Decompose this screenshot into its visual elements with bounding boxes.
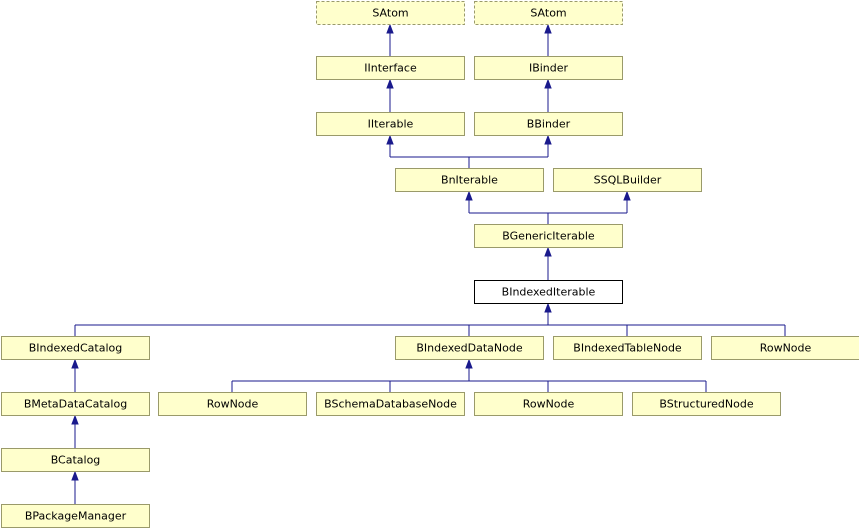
- class-node-bcatalog[interactable]: BCatalog: [1, 448, 150, 472]
- class-label: BIndexedIterable: [502, 286, 596, 299]
- class-node-bindexediterable: BIndexedIterable: [474, 280, 623, 304]
- arrowhead-bcatalog: [71, 470, 79, 481]
- class-node-rownode-2[interactable]: RowNode: [158, 392, 307, 416]
- class-box: [474, 56, 623, 80]
- class-box: [474, 1, 623, 25]
- class-label: BCatalog: [51, 454, 101, 467]
- class-label: IBinder: [529, 62, 569, 75]
- class-label: BGenericIterable: [502, 230, 595, 243]
- class-node-bindexedtablenode[interactable]: BIndexedTableNode: [553, 336, 702, 360]
- class-box: [474, 280, 623, 304]
- class-node-satom-1[interactable]: SAtom: [316, 1, 465, 25]
- class-box: [1, 448, 150, 472]
- arrowhead-iiterable: [386, 134, 394, 145]
- class-box: [474, 112, 623, 136]
- class-node-bniterable[interactable]: BnIterable: [395, 168, 544, 192]
- class-node-ssqlbuilder[interactable]: SSQLBuilder: [553, 168, 702, 192]
- arrowhead-bmetadatacatalog: [71, 414, 79, 425]
- arrowhead-iinterface: [386, 78, 394, 89]
- arrowhead-ssqlbuilder: [623, 190, 631, 201]
- class-box: [711, 336, 859, 360]
- class-label: BIndexedTableNode: [573, 342, 682, 355]
- class-box: [632, 392, 781, 416]
- arrowhead-bniterable: [465, 190, 473, 201]
- arrowhead-bbinder: [544, 134, 552, 145]
- class-node-bstructurednode[interactable]: BStructuredNode: [632, 392, 781, 416]
- class-node-bbinder[interactable]: BBinder: [474, 112, 623, 136]
- class-label: SAtom: [372, 7, 408, 20]
- class-label: BSchemaDatabaseNode: [324, 398, 457, 411]
- class-label: SAtom: [530, 7, 566, 20]
- class-node-bmetadatacatalog[interactable]: BMetaDataCatalog: [1, 392, 150, 416]
- class-box: [553, 168, 702, 192]
- class-box: [553, 336, 702, 360]
- class-node-rownode-3[interactable]: RowNode: [474, 392, 623, 416]
- class-node-satom-2[interactable]: SAtom: [474, 1, 623, 25]
- class-node-iiterable[interactable]: IIterable: [316, 112, 465, 136]
- class-label: BBinder: [527, 118, 571, 131]
- class-label: BPackageManager: [25, 510, 127, 523]
- class-box: [395, 168, 544, 192]
- class-box: [316, 56, 465, 80]
- class-label: BIndexedCatalog: [29, 342, 122, 355]
- class-node-iinterface[interactable]: IInterface: [316, 56, 465, 80]
- class-node-bpackagemanager[interactable]: BPackageManager: [1, 504, 150, 528]
- class-box: [158, 392, 307, 416]
- class-box: [395, 336, 544, 360]
- class-label: BIndexedDataNode: [416, 342, 522, 355]
- class-label: RowNode: [207, 398, 259, 411]
- class-node-bindexeddatanode[interactable]: BIndexedDataNode: [395, 336, 544, 360]
- class-label: RowNode: [760, 342, 812, 355]
- class-box: [316, 392, 465, 416]
- class-node-bgenericiterable[interactable]: BGenericIterable: [474, 224, 623, 248]
- arrowhead-bindexedcatalog: [71, 358, 79, 369]
- arrowhead-bindexeddatanode: [465, 358, 473, 369]
- class-node-ibinder[interactable]: IBinder: [474, 56, 623, 80]
- arrowhead-satom-1: [386, 23, 394, 34]
- class-node-bschemadatabasenode[interactable]: BSchemaDatabaseNode: [316, 392, 465, 416]
- class-label: BStructuredNode: [659, 398, 753, 411]
- class-box: [1, 392, 150, 416]
- class-label: IIterable: [368, 118, 414, 131]
- class-box: [316, 112, 465, 136]
- class-box: [316, 1, 465, 25]
- class-box: [474, 392, 623, 416]
- class-label: BnIterable: [441, 174, 498, 187]
- arrowhead-ibinder: [544, 78, 552, 89]
- class-box: [474, 224, 623, 248]
- class-node-bindexedcatalog[interactable]: BIndexedCatalog: [1, 336, 150, 360]
- arrowhead-bindexediterable: [544, 302, 552, 313]
- class-node-rownode-1[interactable]: RowNode: [711, 336, 859, 360]
- arrowhead-bgenericiterable: [544, 246, 552, 257]
- class-label: SSQLBuilder: [594, 174, 662, 187]
- edges-layer: [71, 23, 786, 504]
- class-label: BMetaDataCatalog: [24, 398, 127, 411]
- class-box: [1, 336, 150, 360]
- class-label: IInterface: [364, 62, 417, 75]
- arrowhead-satom-2: [544, 23, 552, 34]
- class-label: RowNode: [523, 398, 575, 411]
